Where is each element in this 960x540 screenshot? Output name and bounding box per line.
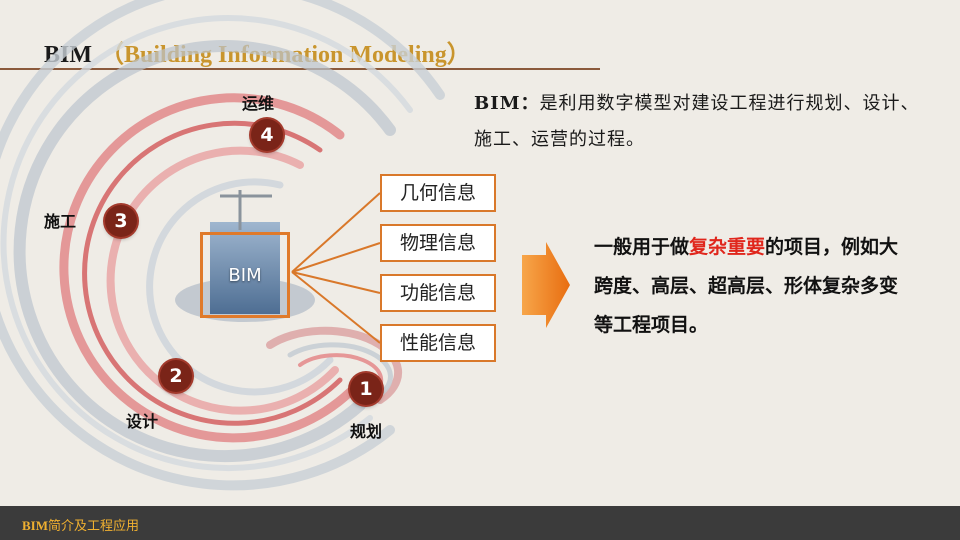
stage-label-planning: 规划: [350, 422, 383, 441]
stage-badge-2: 2: [160, 360, 192, 392]
building-shape: [210, 222, 280, 314]
connector-lines: [291, 192, 381, 344]
footer-text: BIM简介及工程应用: [22, 515, 139, 534]
usage-part1: 一般用于做: [594, 236, 690, 258]
stage-label-construction: 施工: [44, 212, 77, 231]
stage-label-design: 设计: [126, 412, 159, 431]
definition-body: 是利用数字模型对建设工程进行规划、设计、施工、运营的过程。: [474, 93, 920, 150]
definition-text: BIM：是利用数字模型对建设工程进行规划、设计、施工、运营的过程。: [474, 86, 934, 158]
info-box-function: 功能信息: [380, 274, 496, 312]
stage-badge-1: 1: [350, 373, 382, 405]
definition-keyword: BIM：: [474, 93, 540, 114]
title-underline: [0, 30, 600, 70]
footer-bar: BIM简介及工程应用: [0, 506, 960, 540]
usage-highlight: 复杂重要: [689, 236, 766, 258]
footer-brand: BIM: [22, 518, 48, 533]
stage-badge-3: 3: [105, 205, 137, 237]
bim-center-label: BIM: [228, 265, 262, 286]
info-box-geometry: 几何信息: [380, 174, 496, 212]
swirl-arcs: [0, 0, 445, 491]
usage-text: 一般用于做复杂重要的项目，例如大跨度、高层、超高层、形体复杂多变等工程项目。: [594, 228, 914, 345]
info-box-physical: 物理信息: [380, 224, 496, 262]
usage-part2: 的项目，例如大跨度、高层、超高层、形体复杂多变等工程项目。: [594, 236, 899, 336]
bim-model-box: BIM: [200, 232, 290, 318]
right-arrow-icon: [522, 242, 570, 328]
info-box-performance: 性能信息: [380, 324, 496, 362]
stage-badge-4: 4: [251, 119, 283, 151]
footer-caption: 简介及工程应用: [48, 519, 140, 534]
stage-label-operation: 运维: [242, 94, 275, 113]
